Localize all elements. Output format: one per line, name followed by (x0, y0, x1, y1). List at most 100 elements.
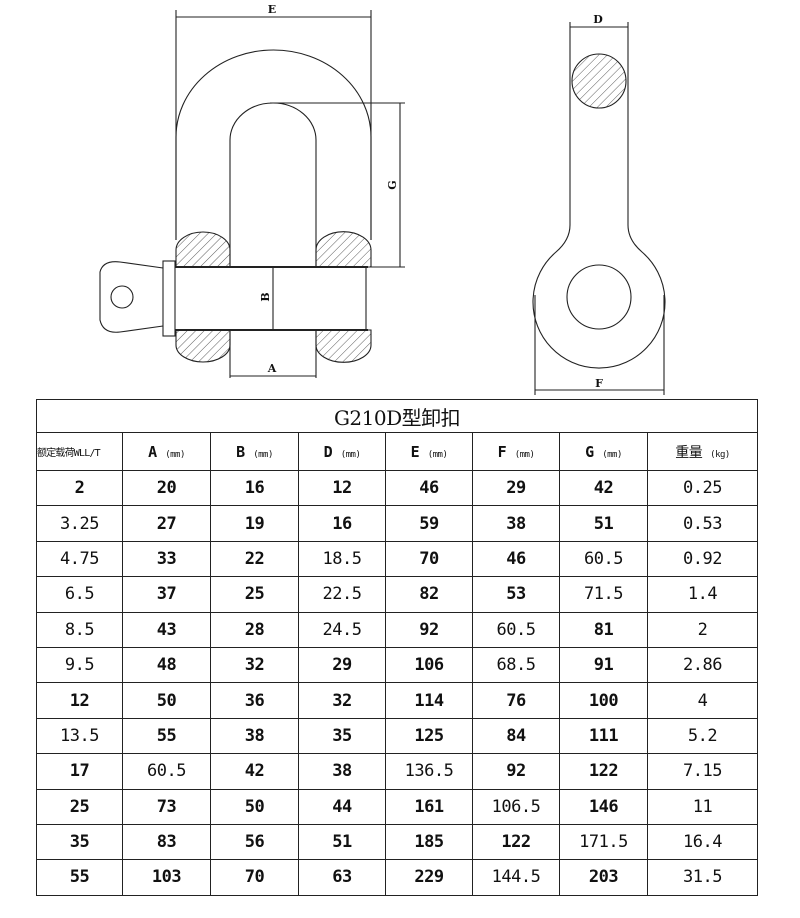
table-cell: 46 (472, 540, 560, 578)
header-label: E (410, 442, 420, 461)
table-cell: 8.5 (36, 611, 123, 648)
table-cell: 35 (298, 717, 386, 755)
table-cell: 50 (122, 682, 211, 719)
side-view (532, 22, 666, 395)
table-cell: 22.5 (298, 576, 386, 613)
table-cell: 76 (472, 682, 560, 719)
table-cell: 17 (36, 753, 123, 790)
table-cell: 56 (210, 823, 299, 861)
table-cell: 7.15 (646, 753, 759, 790)
table-cell: 22 (210, 540, 299, 578)
header-label: 额定载荷WLL/T (37, 448, 101, 459)
table-cell: 36 (210, 682, 299, 719)
dim-label-d: D (593, 13, 603, 26)
table-cell: 185 (385, 823, 473, 861)
table-cell: 73 (122, 788, 211, 825)
header-unit: (mm) (253, 449, 273, 460)
dim-label-f: F (595, 377, 603, 390)
table-cell: 71.5 (559, 576, 648, 613)
table-cell: 2 (646, 611, 759, 648)
table-cell: 27 (122, 505, 211, 542)
table-cell: 100 (559, 682, 648, 719)
table-cell: 43 (122, 611, 211, 648)
table-cell: 83 (122, 823, 211, 861)
table-cell: 25 (210, 576, 299, 613)
table-cell: 203 (559, 859, 648, 896)
header-label: A (148, 442, 157, 461)
front-view (99, 10, 405, 378)
table-cell: 103 (122, 859, 211, 896)
shackle-diagram: E G B A D F (99, 3, 666, 395)
header-unit: (mm) (427, 449, 448, 460)
table-cell: 144.5 (472, 859, 560, 896)
table-cell: 32 (210, 646, 299, 684)
table-cell: 29 (298, 646, 386, 684)
table-cell: 136.5 (385, 753, 473, 790)
table-cell: 125 (385, 717, 473, 755)
table-cell: 12 (36, 682, 123, 719)
table-cell: 16 (298, 505, 386, 542)
table-cell: 3.25 (36, 505, 123, 542)
table-cell: 33 (122, 540, 211, 578)
table-cell: 37 (122, 576, 211, 613)
table-cell: 46 (385, 469, 473, 507)
table-cell: 0.53 (646, 505, 759, 542)
table-cell: 12 (298, 469, 386, 507)
table-cell: 42 (210, 753, 299, 790)
table-cell: 20 (122, 469, 211, 507)
header-label: F (497, 442, 507, 461)
table-cell: 38 (210, 717, 299, 755)
table-cell: 0.92 (646, 540, 759, 578)
column-header: D (mm) (298, 432, 386, 471)
table-cell: 82 (385, 576, 473, 613)
table-cell: 50 (210, 788, 299, 825)
table-cell: 38 (472, 505, 560, 542)
header-label: G (585, 442, 594, 461)
table-cell: 122 (472, 823, 560, 861)
column-header: 重量 (kg) (646, 432, 759, 471)
column-header: F (mm) (472, 432, 560, 471)
table-cell: 31.5 (646, 859, 759, 896)
table-cell: 48 (122, 646, 211, 684)
table-cell: 91 (559, 646, 648, 684)
table-cell: 29 (472, 469, 560, 507)
table-cell: 146 (559, 788, 648, 825)
table-cell: 60.5 (559, 540, 648, 578)
dim-label-e: E (268, 3, 276, 16)
table-cell: 55 (122, 717, 211, 755)
column-header: 额定载荷WLL/T (36, 432, 123, 471)
header-label: 重量 (675, 444, 703, 461)
table-cell: 51 (298, 823, 386, 861)
table-cell: 70 (385, 540, 473, 578)
header-label: D (323, 442, 333, 461)
table-cell: 38 (298, 753, 386, 790)
table-cell: 32 (298, 682, 386, 719)
table-cell: 229 (385, 859, 473, 896)
table-cell: 122 (559, 753, 648, 790)
table-cell: 106.5 (472, 788, 560, 825)
table-cell: 25 (36, 788, 123, 825)
table-cell: 55 (36, 859, 123, 896)
table-cell: 2 (36, 469, 123, 507)
column-header: E (mm) (385, 432, 473, 471)
table-cell: 60.5 (122, 753, 211, 790)
table-cell: 4.75 (36, 540, 123, 578)
table-cell: 51 (559, 505, 648, 542)
table-cell: 2.86 (646, 646, 759, 684)
table-cell: 59 (385, 505, 473, 542)
table-cell: 111 (559, 717, 648, 755)
table-cell: 13.5 (36, 717, 123, 755)
table-cell: 68.5 (472, 646, 560, 684)
